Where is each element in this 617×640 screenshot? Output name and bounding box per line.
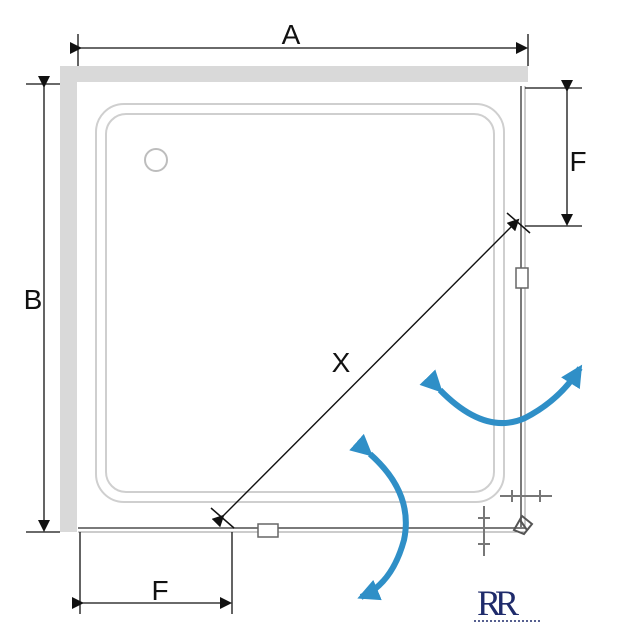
left-wall bbox=[60, 82, 77, 532]
drain-icon bbox=[144, 148, 168, 172]
dimension-x-tick-bottom bbox=[210, 507, 235, 529]
dimension-f-right-label: F bbox=[569, 146, 586, 177]
bottom-door-swing-arrow bbox=[349, 433, 409, 601]
corner-hinge-icon bbox=[512, 514, 534, 536]
brand-logo: RR bbox=[474, 583, 541, 623]
dimension-a-label: A bbox=[282, 19, 301, 50]
right-door-handle bbox=[515, 267, 529, 289]
dimension-x-label: X bbox=[332, 347, 351, 378]
right-towel-bar-icon bbox=[500, 490, 552, 502]
right-door-swing-arrow bbox=[419, 364, 583, 427]
dimension-b-label: B bbox=[24, 284, 43, 315]
dimension-x-tick-top bbox=[506, 212, 531, 234]
shower-tray-outer bbox=[95, 103, 505, 503]
brand-logo-text: RR bbox=[477, 583, 519, 623]
top-wall bbox=[60, 66, 528, 82]
dimension-x-line bbox=[211, 218, 520, 528]
dimension-f-bottom-label: F bbox=[151, 575, 168, 606]
bottom-towel-bar-icon bbox=[478, 506, 490, 556]
bottom-door-handle bbox=[257, 523, 279, 538]
